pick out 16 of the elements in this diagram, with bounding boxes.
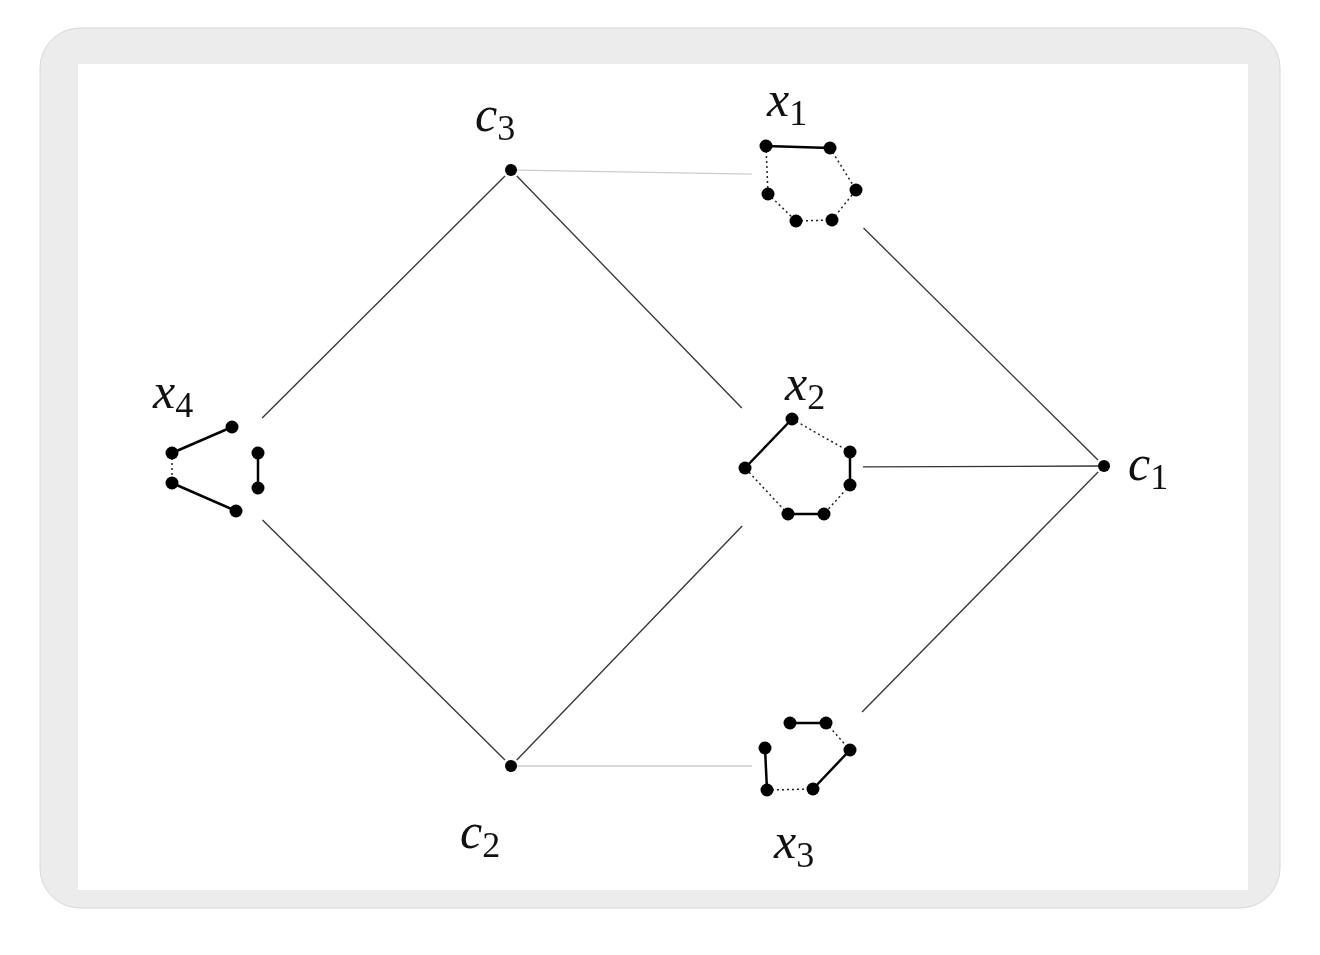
- connector-line: [516, 175, 743, 409]
- connector-line: [862, 227, 1099, 461]
- vertex-label: x$_{1}$: [767, 74, 808, 131]
- connector-line: [861, 471, 1099, 713]
- vertex-label: c$_{3}$: [475, 89, 516, 146]
- vertex-label: c$_{1}$: [1128, 438, 1169, 495]
- vertex-label: c$_{2}$: [460, 806, 501, 863]
- connector-line: [862, 465, 1099, 468]
- connector-line: [516, 169, 753, 175]
- connector-line: [261, 519, 506, 761]
- connector-line: [516, 765, 753, 767]
- connector-line: [516, 525, 743, 761]
- vertex-label: x$_{2}$: [785, 358, 826, 415]
- vertex-label: x$_{3}$: [774, 816, 815, 873]
- connector-line: [261, 175, 506, 419]
- vertex-label: x$_{4}$: [153, 366, 194, 423]
